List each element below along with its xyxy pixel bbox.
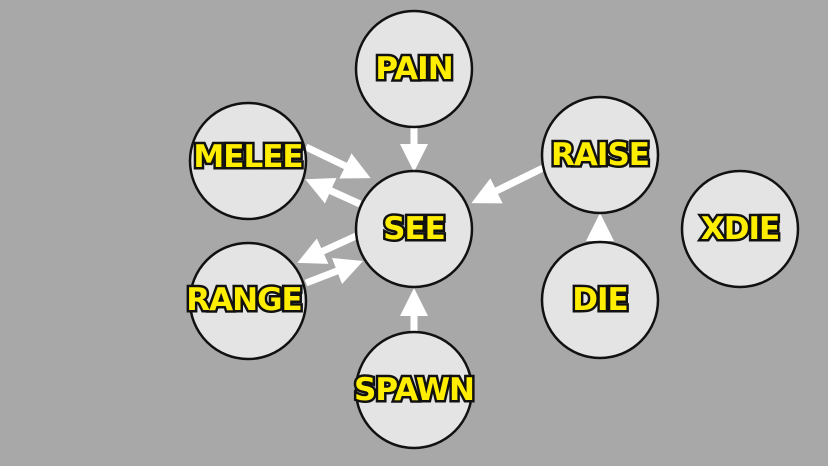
node-die: DIE: [540, 240, 660, 360]
node-label: PAIN: [375, 51, 452, 87]
arrow-range-to-see: [304, 257, 364, 287]
arrow-see-to-range: [297, 232, 358, 264]
node-pain: PAIN: [354, 9, 474, 129]
node-spawn: SPAWN: [352, 330, 477, 450]
node-xdie: XDIE: [680, 169, 800, 289]
node-melee: MELEE: [188, 101, 308, 221]
node-label: SEE: [383, 211, 445, 247]
arrow-see-to-melee: [305, 178, 362, 208]
node-label: MELEE: [193, 139, 302, 175]
node-raise: RAISE: [540, 95, 660, 215]
node-see: SEE: [354, 169, 474, 289]
node-label: SPAWN: [354, 372, 474, 408]
arrow-melee-to-see: [304, 143, 371, 179]
node-label: RANGE: [186, 282, 301, 318]
arrow-raise-to-see: [471, 164, 545, 204]
node-label: XDIE: [701, 211, 779, 247]
node-label: RAISE: [551, 137, 649, 173]
node-label: DIE: [572, 282, 627, 318]
node-range: RANGE: [184, 241, 308, 361]
